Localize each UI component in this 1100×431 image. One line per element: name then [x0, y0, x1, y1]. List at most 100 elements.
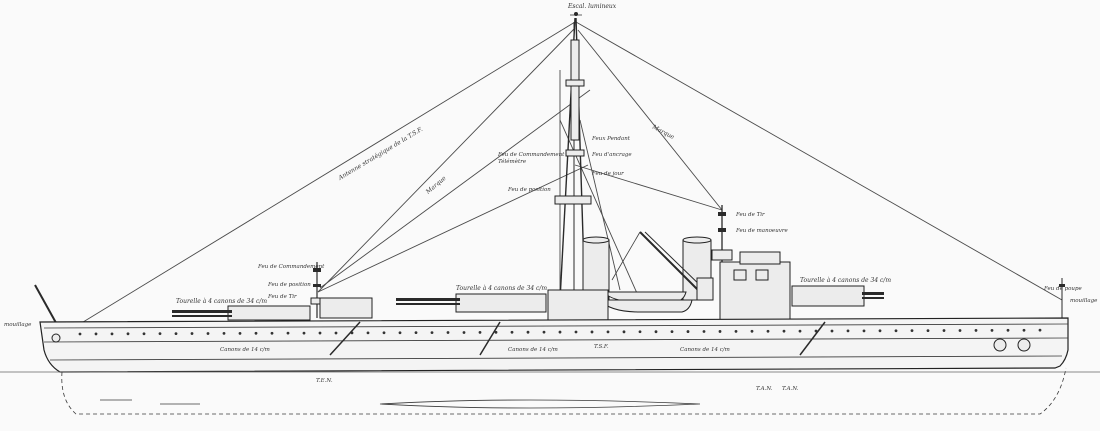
label-casemate-mid: Canons de 14 c/m	[508, 347, 558, 353]
anchor-icon	[51, 333, 61, 343]
label-waterline: T.E.N.	[316, 378, 333, 384]
porthole	[846, 329, 850, 333]
porthole	[462, 331, 466, 334]
porthole	[254, 331, 258, 335]
label-stern: mouillage	[1070, 298, 1098, 304]
porthole	[238, 331, 242, 335]
label-draught-1: T.A.N.	[756, 386, 773, 392]
portholes	[78, 328, 1042, 336]
label-fwd-mast-3: Feu de Tir	[267, 294, 297, 300]
porthole	[1006, 328, 1010, 332]
label-draught-2: T.A.N.	[782, 386, 799, 392]
stay-fore-lower	[317, 164, 589, 293]
label-stay-left: Marque	[424, 175, 448, 197]
turrets	[172, 285, 884, 321]
porthole	[574, 330, 578, 334]
bilge-keel	[379, 399, 701, 409]
porthole	[830, 329, 834, 333]
porthole	[430, 331, 434, 334]
porthole	[686, 330, 690, 333]
porthole	[126, 332, 130, 336]
turret-fwd-lower	[227, 305, 311, 321]
boats	[598, 291, 693, 313]
label-casemate-aft: Canons de 14 c/m	[680, 347, 730, 353]
porthole	[990, 328, 994, 332]
porthole	[750, 329, 754, 333]
label-mast-5: Feu d'ancrage	[591, 152, 632, 158]
hull	[39, 317, 1069, 373]
porthole	[638, 330, 642, 334]
porthole	[958, 329, 962, 332]
porthole	[606, 330, 610, 334]
porthole	[654, 330, 658, 334]
label-bow: mouillage	[4, 322, 32, 328]
hull-side	[39, 317, 1069, 373]
porthole	[718, 330, 722, 333]
stern-staff	[1059, 278, 1065, 322]
main-superstructure	[547, 289, 609, 321]
porthole	[782, 329, 786, 333]
label-aft-mast-sub: Feu de manoeuvre	[735, 228, 788, 234]
porthole	[446, 331, 450, 334]
porthole	[494, 330, 498, 334]
anchors	[51, 333, 1031, 352]
fwd-bridge-block	[319, 297, 373, 319]
anchor-icon	[993, 338, 1007, 352]
antenna-wire-right	[575, 21, 1063, 301]
mast-shroud-3	[579, 119, 621, 291]
label-mast-2: Feux Pendant	[591, 136, 631, 142]
porthole	[622, 330, 626, 334]
masthead-light-icon	[574, 12, 578, 16]
label-stern-mast: Feu de poupe	[1043, 286, 1082, 292]
turret-fwd-upper	[455, 293, 547, 313]
porthole	[286, 331, 290, 335]
porthole	[510, 330, 514, 334]
porthole	[78, 332, 82, 336]
label-mast-1: Feu de Commandement	[497, 152, 565, 158]
porthole	[174, 332, 178, 336]
porthole	[478, 331, 482, 334]
stay-aft-lower	[574, 164, 723, 211]
label-tsf: T.S.F.	[594, 344, 609, 350]
porthole	[1038, 328, 1042, 332]
aft-superstructure	[719, 261, 791, 321]
porthole	[318, 331, 322, 335]
label-fwd-mast-2: Feu de position	[267, 282, 311, 288]
waterline	[0, 367, 1100, 415]
porthole	[222, 332, 226, 335]
porthole	[590, 330, 594, 334]
porthole	[926, 329, 930, 333]
porthole	[942, 329, 946, 332]
label-aft-mast-top: Feu de Tir	[735, 212, 765, 218]
porthole	[862, 329, 866, 333]
porthole	[190, 332, 194, 335]
porthole	[398, 331, 402, 335]
porthole	[910, 329, 914, 333]
label-turret-fwd-upper: Tourelle à 4 canons de 34 c/m	[456, 285, 547, 292]
porthole	[526, 330, 530, 334]
porthole	[110, 332, 114, 336]
stay-fore-mid	[319, 89, 591, 289]
porthole	[766, 329, 770, 333]
main-mast	[554, 12, 592, 301]
anchor-icon	[1017, 338, 1031, 352]
boat-crane	[611, 231, 714, 301]
boat-2	[598, 299, 693, 313]
porthole	[94, 332, 98, 336]
stay-aft-upper	[577, 29, 723, 211]
porthole	[894, 329, 898, 333]
antenna-wire-left	[69, 21, 576, 331]
porthole	[334, 331, 338, 335]
porthole	[382, 331, 386, 335]
porthole	[414, 331, 418, 335]
turret-aft	[791, 285, 865, 307]
label-turret-aft: Tourelle à 4 canons de 34 c/m	[800, 277, 891, 284]
rigging	[69, 21, 1063, 331]
label-mast-6: Télémètre	[498, 158, 527, 165]
porthole	[270, 331, 274, 335]
porthole	[366, 331, 370, 335]
superstructure	[319, 251, 791, 321]
porthole	[670, 330, 674, 334]
label-mast-4: Feu de jour	[591, 171, 624, 177]
porthole	[798, 329, 802, 333]
